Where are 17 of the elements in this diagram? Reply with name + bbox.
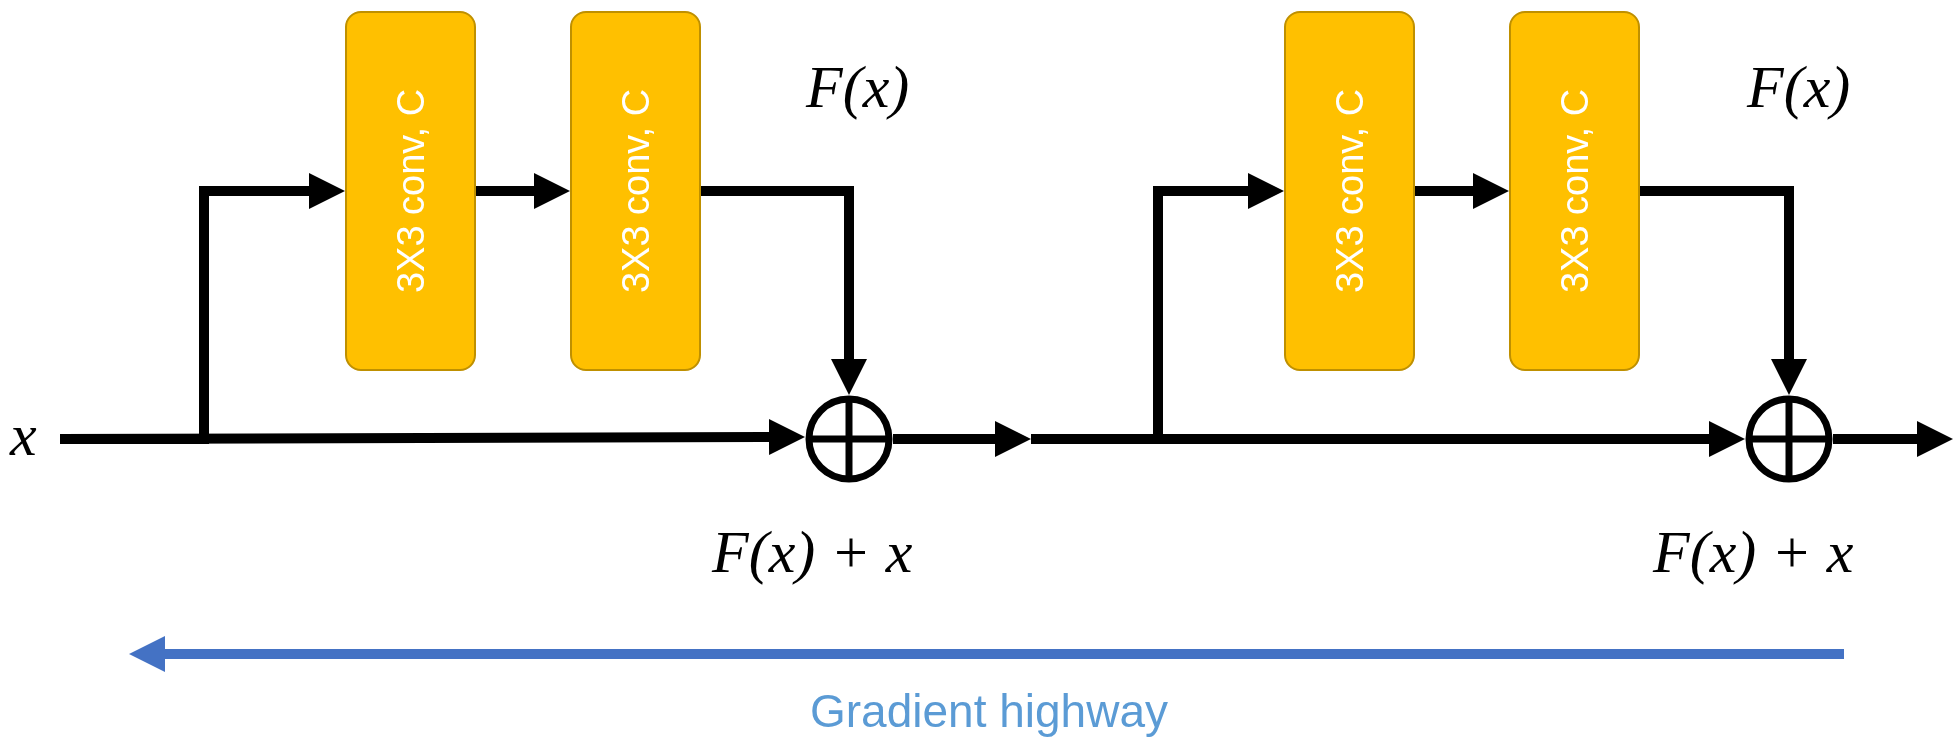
conv-layer-box [1509, 11, 1640, 371]
arrow [893, 421, 1031, 457]
arrow [1640, 186, 1807, 395]
conv-layer-box [570, 11, 701, 371]
sum-circle [1745, 395, 1833, 483]
layer-label: 3X3 conv, C [614, 88, 657, 294]
layer-label: 3X3 conv, C [1553, 88, 1596, 294]
arrow [1415, 173, 1509, 209]
sum-circle [805, 395, 893, 483]
conv-layer-box [345, 11, 476, 371]
arrow [701, 186, 867, 395]
input-label: x [10, 405, 60, 469]
conv-layer-box [1284, 11, 1415, 371]
arrow [476, 173, 570, 209]
layer-label: 3X3 conv, C [389, 88, 432, 294]
arrow [1833, 421, 1953, 457]
layer-label: 3X3 conv, C [1328, 88, 1371, 294]
